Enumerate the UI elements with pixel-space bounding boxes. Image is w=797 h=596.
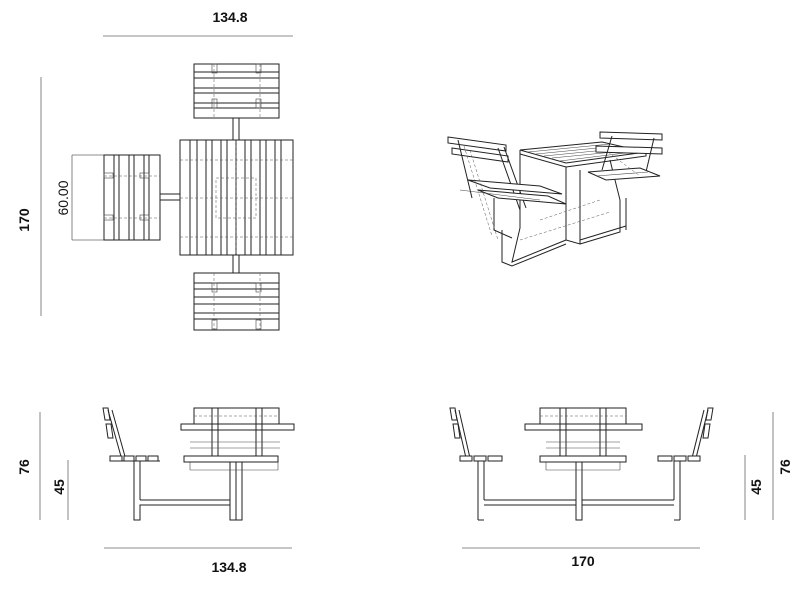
front-width-label: 170: [571, 553, 595, 569]
front-seat-height-label: 45: [748, 479, 764, 495]
side-seat-height-label: 45: [51, 479, 67, 495]
plan-view: 134.8 170 60.00: [16, 9, 294, 331]
front-elevation: 76 45 170: [449, 407, 793, 569]
plan-width-label: 134.8: [212, 9, 247, 25]
side-elevation: 76 45 134.8: [16, 407, 295, 575]
plan-table-slats: [180, 140, 293, 255]
plan-depth-label: 170: [16, 208, 32, 232]
plan-bench-top: [193, 63, 280, 119]
iso-chair-left: [447, 136, 567, 241]
plan-connector-left: [159, 193, 181, 201]
plan-bench-left: [103, 154, 161, 241]
plan-bench-depth-label: 60.00: [55, 180, 71, 215]
front-table: [524, 407, 643, 521]
side-table: [180, 407, 295, 521]
side-width-label: 134.8: [211, 559, 246, 575]
front-total-height-label: 76: [777, 459, 793, 475]
plan-bench-bottom: [193, 272, 280, 331]
isometric-view: [447, 131, 663, 267]
plan-connector-bottom: [232, 254, 240, 274]
iso-chair-right: [587, 131, 663, 181]
front-chair-right: [657, 407, 714, 520]
plan-connector-top: [232, 117, 240, 141]
side-total-height-label: 76: [16, 459, 32, 475]
front-chair-left: [449, 407, 503, 520]
side-chair: [102, 407, 233, 521]
